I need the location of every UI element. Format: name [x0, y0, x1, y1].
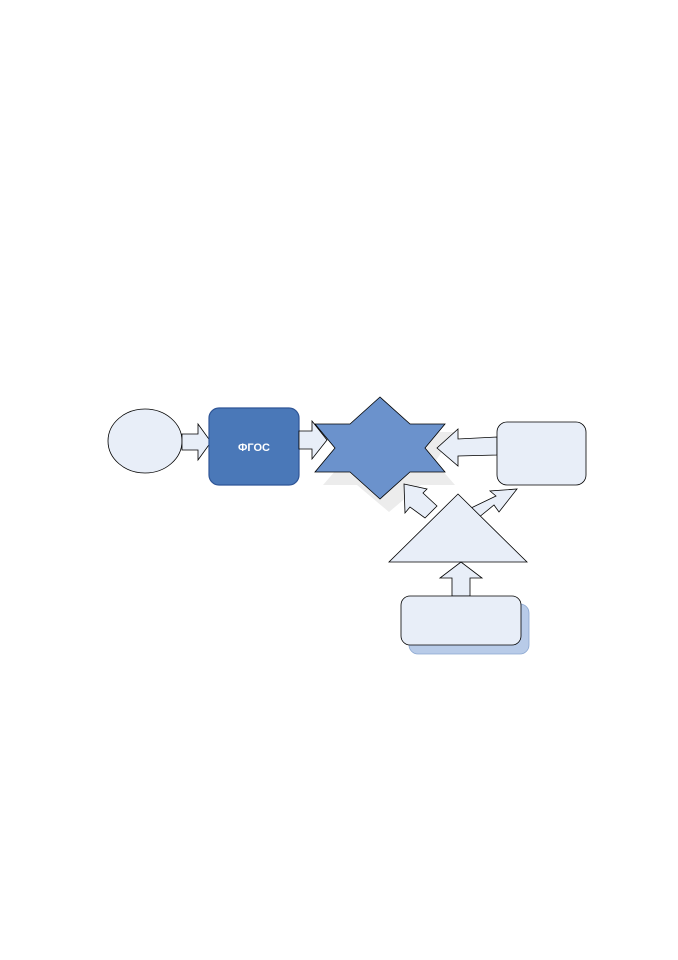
arrow-bottom-box-to-triangle — [438, 561, 484, 597]
star-node — [314, 396, 446, 500]
arrow-fgos-to-star — [298, 419, 328, 461]
bottom-box-node — [400, 595, 522, 646]
arrow-triangle-to-star — [403, 483, 438, 519]
fgos-node-label: ФГОС — [238, 442, 270, 454]
triangle-node — [388, 493, 528, 563]
arrow-right-box-to-star — [436, 428, 498, 467]
arrow-triangle-to-right-box — [470, 488, 518, 519]
oval-node — [107, 408, 183, 474]
right-box-node — [496, 421, 587, 486]
arrow-oval-to-fgos — [181, 422, 212, 462]
